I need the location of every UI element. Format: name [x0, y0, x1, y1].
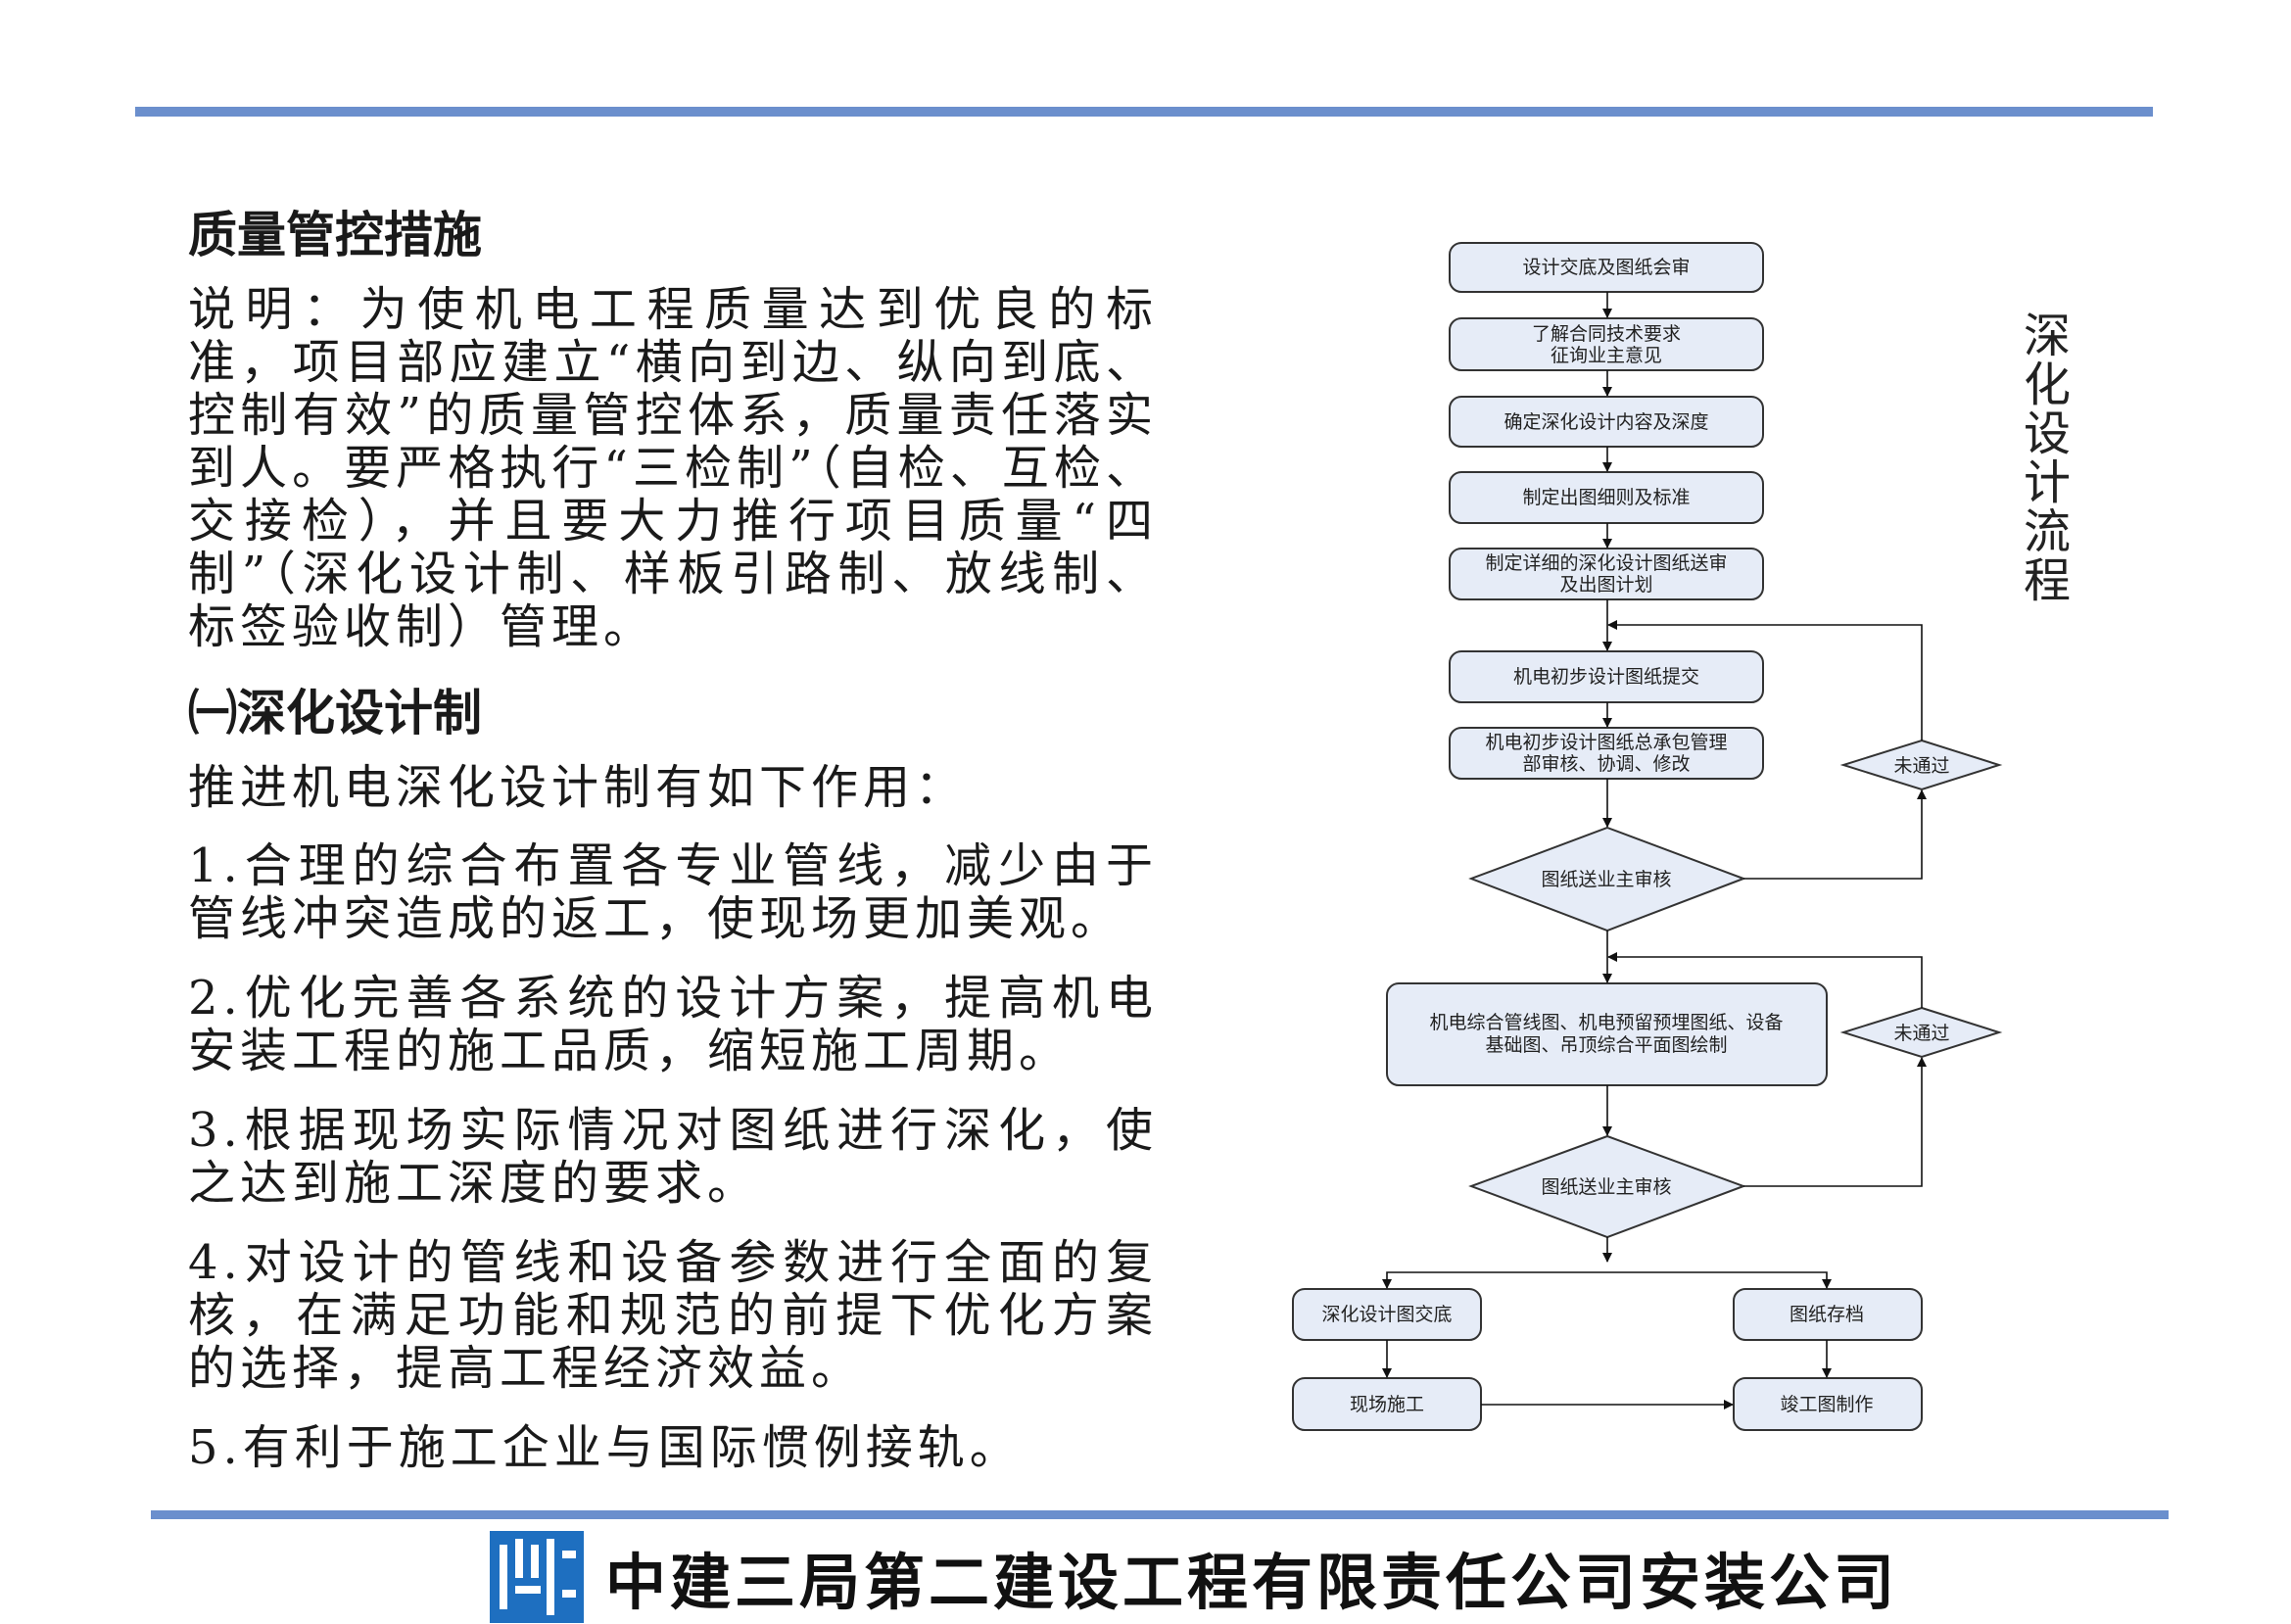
fail-label: 未通过 — [1893, 755, 1949, 777]
flow-step-label: 了解合同技术要求征询业主意见 — [1532, 323, 1681, 366]
flow-step-box — [1449, 317, 1764, 371]
company-logo — [490, 1531, 584, 1623]
flow-step-box — [1449, 650, 1764, 703]
flow-step-label: 现场施工 — [1350, 1394, 1424, 1415]
flow-step-box — [1449, 727, 1764, 780]
flow-step-box — [1449, 548, 1764, 600]
flow-connectors — [1382, 292, 1927, 1409]
list-item: 3.根据现场实际情况对图纸进行深化，使之达到施工深度的要求。 — [188, 1103, 1158, 1211]
flow-step-box — [1449, 471, 1764, 524]
flow-step-label: 设计交底及图纸会审 — [1522, 257, 1690, 278]
section-title: ㈠深化设计制 — [188, 685, 482, 741]
list-item: 4.对设计的管线和设备参数进行全面的复核，在满足功能和规范的前提下优化方案的选择… — [188, 1235, 1158, 1396]
list-item: 1.合理的综合布置各专业管线，减少由于管线冲突造成的返工，使现场更加美观。 — [188, 838, 1158, 946]
flow-step-label: 图纸存档 — [1790, 1304, 1864, 1325]
top-divider-bar — [135, 107, 2153, 117]
decision-label: 图纸送业主审核 — [1541, 1176, 1671, 1198]
flow-step-label: 制定详细的深化设计图纸送审及出图计划 — [1485, 552, 1727, 596]
fail-label: 未通过 — [1893, 1023, 1949, 1044]
list-item: 5.有利于施工企业与国际惯例接轨。 — [188, 1420, 1022, 1475]
flow-step-label: 机电初步设计图纸总承包管理部审核、协调、修改 — [1485, 732, 1727, 775]
flow-step-label: 深化设计图交底 — [1321, 1304, 1452, 1325]
intro-paragraph: 说明：为使机电工程质量达到优良的标准，项目部应建立“横向到边、纵向到底、控制有效… — [188, 282, 1158, 654]
company-name: 中建三局第二建设工程有限责任公司安装公司 — [605, 1547, 1899, 1618]
page-title: 质量管控措施 — [188, 207, 482, 263]
flow-step-label: 机电初步设计图纸提交 — [1513, 666, 1699, 688]
flow-step-box — [1449, 242, 1764, 293]
flow-step-label: 机电综合管线图、机电预留预埋图纸、设备基础图、吊顶综合平面图绘制 — [1429, 1012, 1783, 1056]
flowchart-title: 深化设计流程 — [2023, 309, 2071, 608]
flow-step-label: 制定出图细则及标准 — [1522, 487, 1690, 508]
decision-label: 图纸送业主审核 — [1541, 869, 1671, 890]
text-column: 质量管控措施 说明：为使机电工程质量达到优良的标准，项目部应建立“横向到边、纵向… — [188, 201, 1158, 1501]
list-item: 2.优化完善各系统的设计方案，提高机电安装工程的施工品质，缩短施工周期。 — [188, 971, 1158, 1078]
flow-step-label: 确定深化设计内容及深度 — [1503, 411, 1708, 433]
flow-step-box — [1449, 396, 1764, 448]
flow-step-label: 竣工图制作 — [1780, 1394, 1873, 1415]
section-intro: 推进机电深化设计制有如下作用： — [188, 760, 968, 815]
footer: 中建三局第二建设工程有限责任公司安装公司 — [490, 1530, 1898, 1624]
flow-step-box — [1733, 1377, 1923, 1431]
flow-step-box — [1733, 1288, 1923, 1341]
bottom-divider-bar — [151, 1510, 2169, 1519]
